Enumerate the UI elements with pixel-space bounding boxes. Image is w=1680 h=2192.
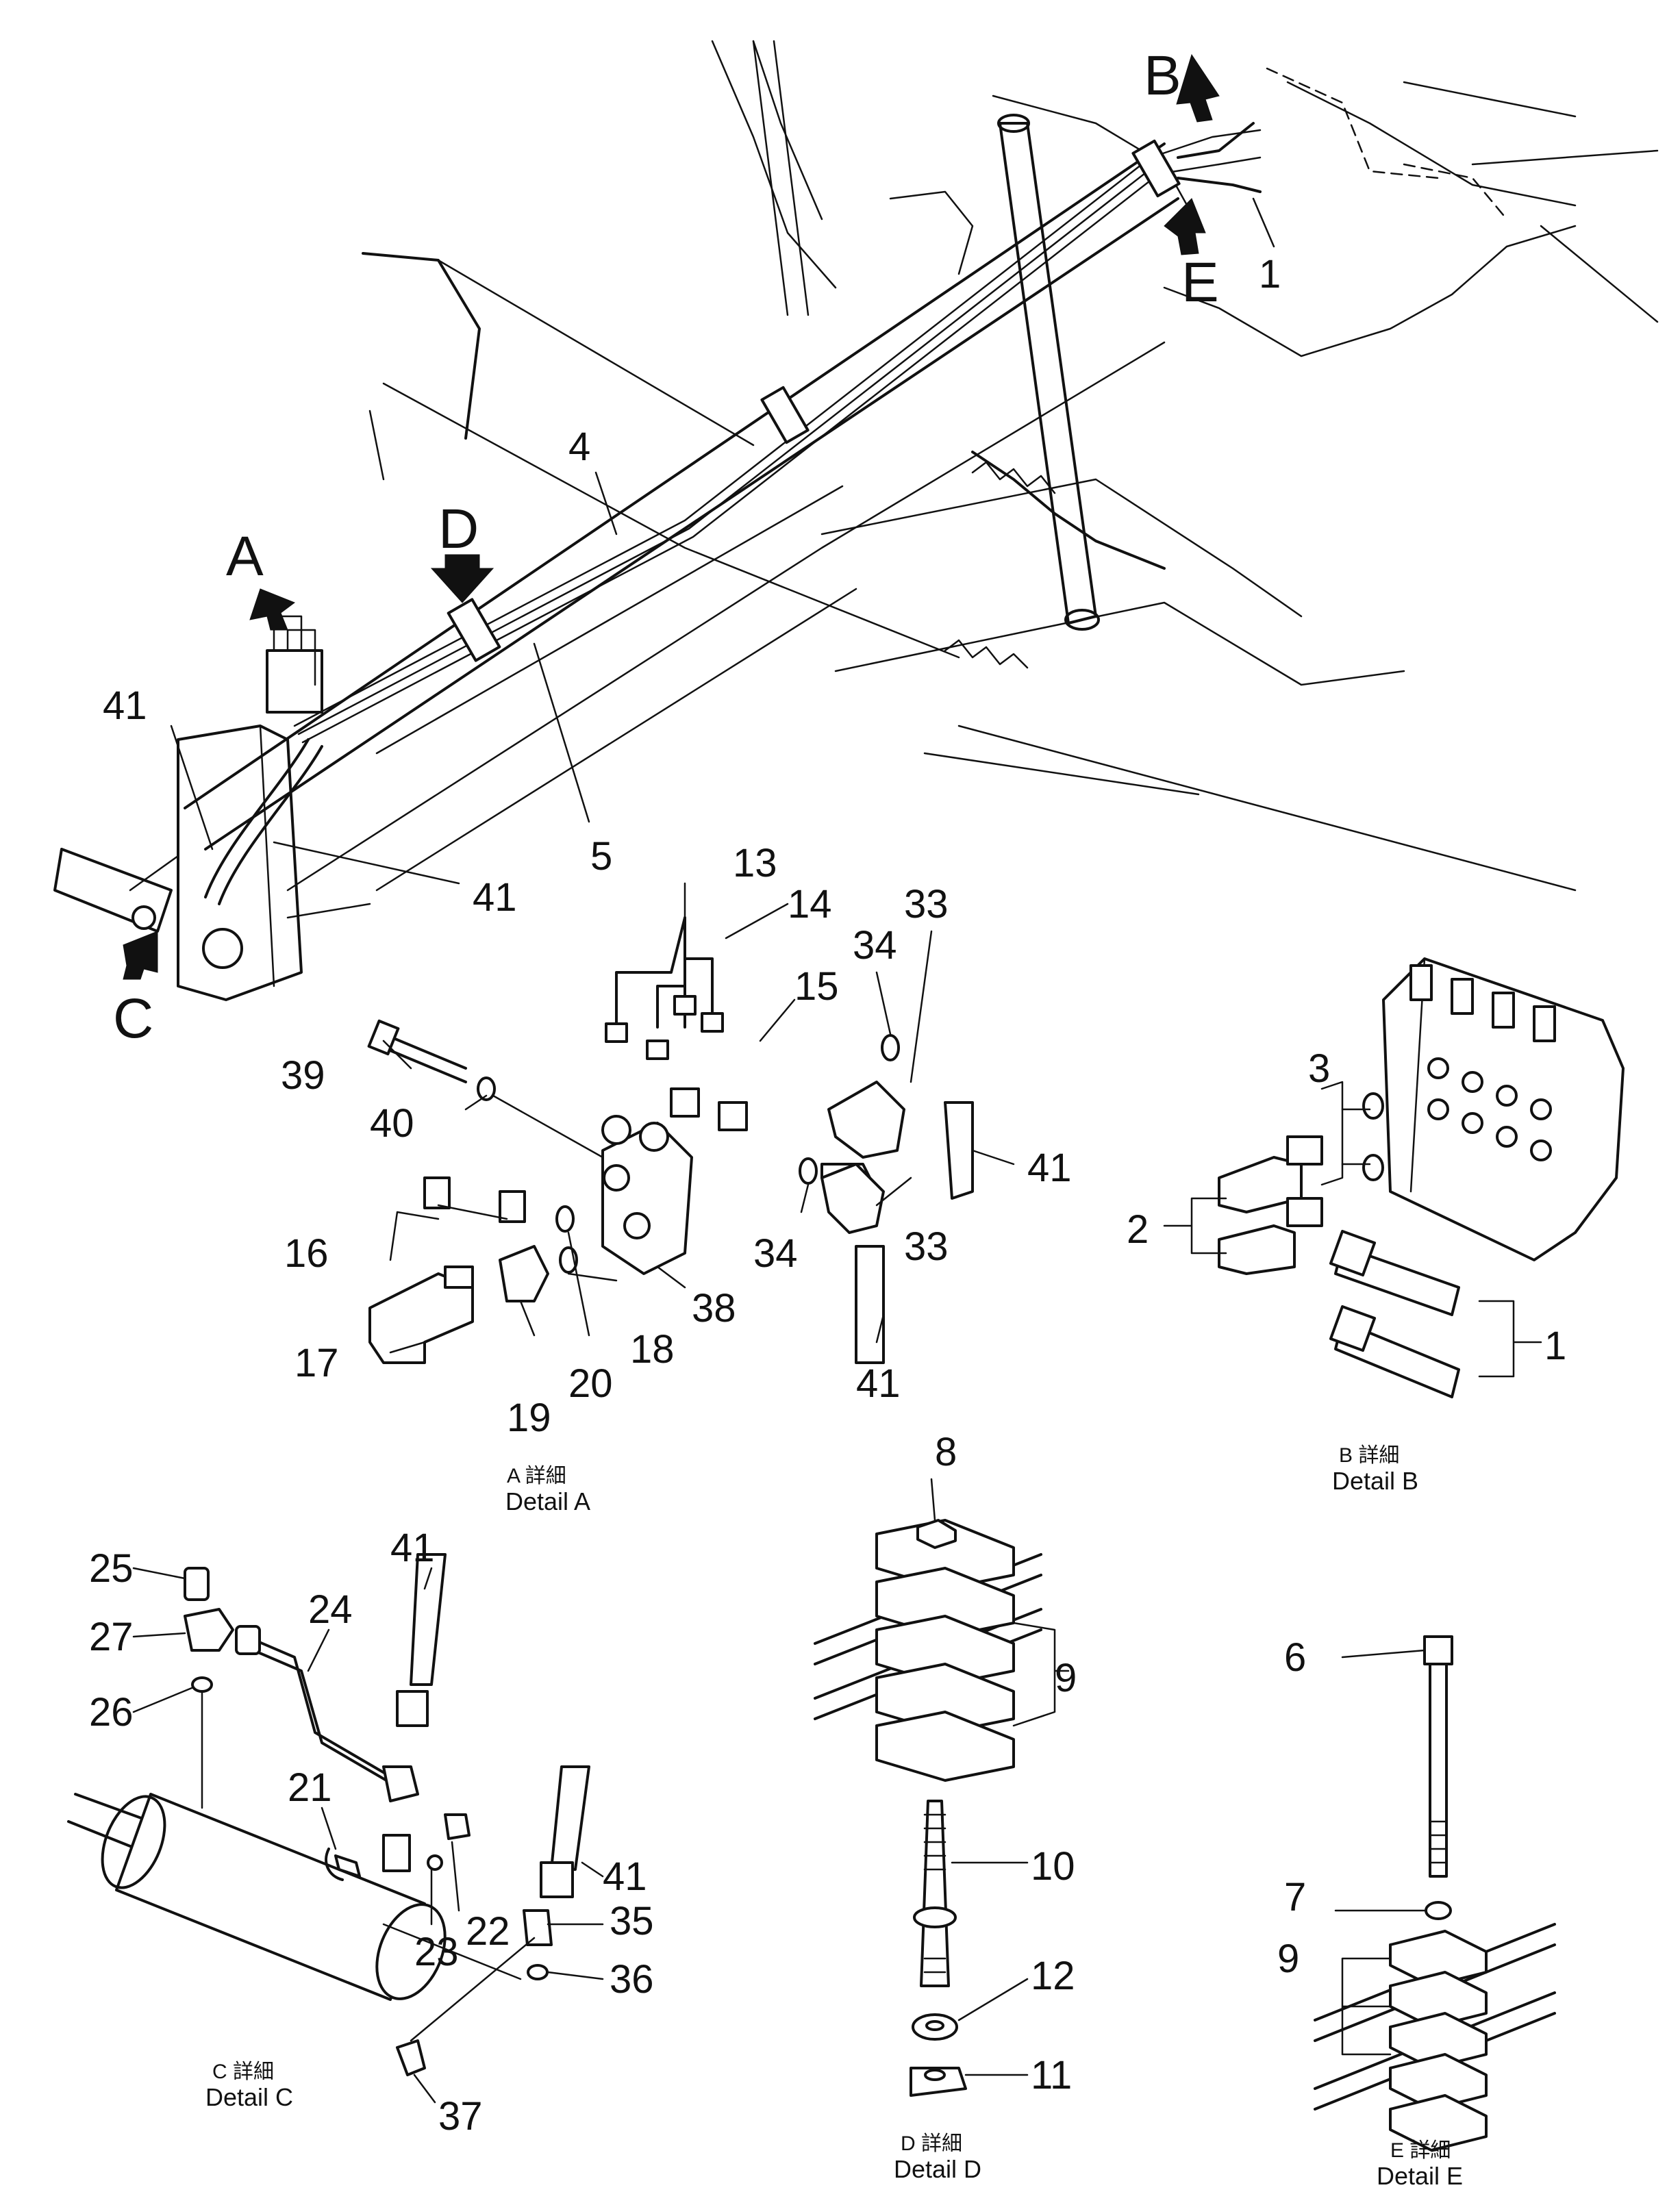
detail-b-caption-en: Detail B: [1332, 1467, 1418, 1495]
callout-main-41a: 41: [103, 683, 147, 728]
callout-c-35: 35: [610, 1899, 654, 1943]
callout-c-37: 37: [438, 2094, 483, 2139]
detail-d-caption-en: Detail D: [894, 2155, 981, 2183]
detail-b-caption-jp: B 詳細: [1339, 1444, 1399, 1467]
callout-a-17: 17: [294, 1341, 339, 1385]
detail-a-arrow-icon: [249, 588, 296, 631]
callout-a-33a: 33: [904, 882, 949, 927]
callout-e-7: 7: [1284, 1875, 1306, 1919]
callout-c-23: 23: [414, 1930, 459, 1974]
callout-e-6: 6: [1284, 1635, 1306, 1680]
callout-a-19: 19: [507, 1396, 551, 1440]
callout-a-33b: 33: [904, 1224, 949, 1269]
callout-a-18: 18: [630, 1327, 675, 1372]
callout-b-1: 1: [1544, 1324, 1566, 1368]
callout-a-34a: 34: [853, 923, 897, 968]
callout-c-25: 25: [89, 1546, 134, 1591]
detail-b: 3 2 1 B 詳細 Detail B: [1127, 957, 1625, 1495]
callout-a-20: 20: [568, 1361, 613, 1406]
callout-c-26: 26: [89, 1690, 134, 1735]
callout-a-34b: 34: [753, 1231, 798, 1276]
callout-a-16: 16: [284, 1231, 329, 1276]
callout-b-2: 2: [1127, 1207, 1149, 1252]
detail-marker-c[interactable]: C: [113, 987, 153, 1050]
callout-a-41b: 41: [856, 1361, 901, 1406]
detail-marker-d[interactable]: D: [438, 498, 479, 560]
main-assembly-view: 1 4 5 41 41 A B C D E: [53, 40, 1659, 1050]
detail-a-caption-jp: A 詳細: [507, 1465, 566, 1487]
detail-e: 6 7 9 E 詳細 Detail E: [1277, 1635, 1556, 2190]
detail-d: 8 9 10 12 11 D 詳細 Detail D: [814, 1430, 1077, 2183]
callout-c-41b: 41: [603, 1854, 647, 1899]
callout-c-36: 36: [610, 1957, 654, 2002]
callout-c-22: 22: [466, 1909, 510, 1954]
callout-a-41a: 41: [1027, 1146, 1072, 1190]
detail-c-caption-jp: C 詳細: [212, 2061, 274, 2083]
detail-marker-b[interactable]: B: [1144, 45, 1181, 107]
detail-marker-e[interactable]: E: [1181, 251, 1219, 314]
detail-d-caption-jp: D 詳細: [901, 2132, 962, 2155]
callout-a-15: 15: [794, 964, 839, 1009]
callout-a-38: 38: [692, 1286, 736, 1331]
callout-a-40: 40: [370, 1101, 414, 1146]
callout-d-12: 12: [1031, 1954, 1075, 1998]
detail-b-arrow-icon: [1176, 53, 1220, 123]
callout-b-3: 3: [1308, 1046, 1330, 1091]
callout-main-1: 1: [1259, 252, 1281, 297]
callout-d-8: 8: [935, 1430, 957, 1474]
callout-d-11: 11: [1031, 2053, 1072, 2097]
detail-marker-a[interactable]: A: [226, 525, 264, 588]
detail-e-caption-en: Detail E: [1377, 2162, 1463, 2189]
callout-main-41b: 41: [473, 875, 517, 920]
callout-a-13: 13: [733, 841, 777, 885]
callout-c-21: 21: [288, 1765, 332, 1810]
detail-c: 25 27 26 24 41 21 23 22 41 35 36 37 C 詳細…: [67, 1526, 654, 2139]
callout-c-41a: 41: [390, 1526, 435, 1570]
callout-main-4: 4: [568, 425, 590, 469]
detail-a: 13 14 15 16 17 18 19 20 33 33 34 34 38 3…: [281, 841, 1072, 1515]
callout-main-5: 5: [590, 834, 612, 879]
callout-d-9: 9: [1055, 1656, 1077, 1700]
callout-a-14: 14: [788, 882, 832, 927]
detail-a-caption-en: Detail A: [505, 1487, 590, 1515]
detail-c-arrow-icon: [123, 931, 158, 980]
callout-e-9: 9: [1277, 1937, 1299, 1981]
callout-d-10: 10: [1031, 1844, 1075, 1889]
callout-a-39: 39: [281, 1053, 325, 1098]
detail-e-caption-jp: E 詳細: [1390, 2139, 1451, 2162]
detail-c-caption-en: Detail C: [205, 2083, 293, 2111]
callout-c-24: 24: [308, 1587, 353, 1632]
detail-d-arrow-icon: [430, 554, 494, 603]
callout-c-27: 27: [89, 1615, 134, 1659]
detail-e-arrow-icon: [1164, 198, 1206, 255]
